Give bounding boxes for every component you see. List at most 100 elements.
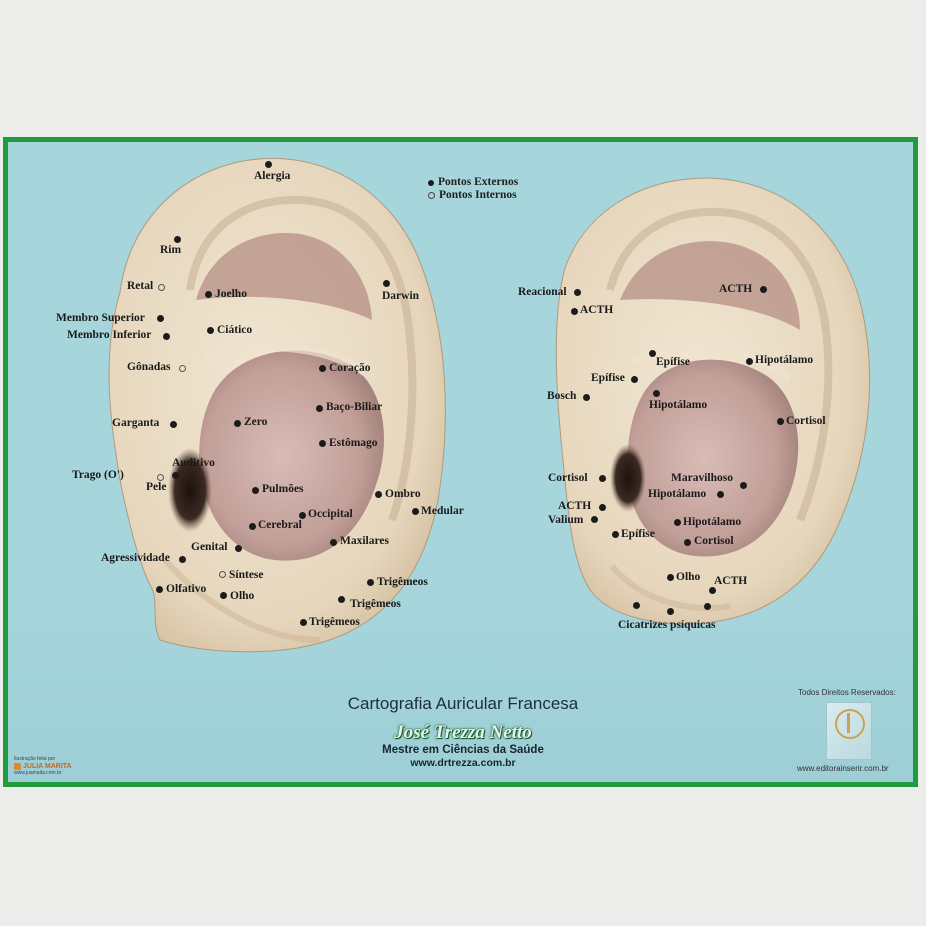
- point-marker: [666, 607, 674, 615]
- legend-external: Pontos Externos: [428, 176, 518, 189]
- point-marker: [716, 490, 724, 498]
- point-label: Genital: [191, 541, 228, 553]
- point-marker: [206, 326, 214, 334]
- left-ear: [108, 157, 446, 653]
- point-marker: [666, 573, 674, 581]
- point-label: Garganta: [112, 417, 160, 429]
- point-marker: [598, 503, 606, 511]
- logo-ring: [835, 709, 865, 739]
- point-label: Hipotálamo: [648, 488, 707, 500]
- point-marker: [329, 538, 337, 546]
- point-label: Retal: [127, 280, 154, 292]
- point-label: Reacional: [518, 286, 567, 298]
- point-label: ACTH: [558, 500, 592, 512]
- point-label: Membro Inferior: [67, 329, 152, 341]
- point-label: ACTH: [714, 575, 748, 587]
- point-label: Valium: [548, 514, 584, 526]
- point-label: Maravilhoso: [671, 472, 733, 484]
- illustrator-brand: JULIA MARITA: [14, 763, 72, 770]
- point-marker: [169, 420, 177, 428]
- point-marker: [382, 279, 390, 287]
- point-marker: [156, 314, 164, 322]
- point-label: Trigêmeos: [377, 576, 428, 588]
- point-marker: [374, 490, 382, 498]
- point-marker: [366, 578, 374, 586]
- illustration-credit: Ilustração feita por JULIA MARITA www.ju…: [14, 756, 72, 776]
- point-label: Darwin: [382, 290, 420, 302]
- point-label: Cicatrizes psíquicas: [618, 619, 716, 631]
- point-label: Epífise: [656, 356, 690, 368]
- point-label: Occipital: [308, 508, 353, 520]
- publisher-logo: [826, 702, 872, 760]
- point-label: Joelho: [215, 288, 247, 300]
- point-label: Estômago: [329, 437, 378, 449]
- point-label: Medular: [421, 505, 464, 517]
- right-ear: [555, 177, 871, 625]
- point-label: Alergia: [254, 170, 291, 182]
- point-marker: [598, 474, 606, 482]
- point-marker: [156, 473, 164, 481]
- point-marker: [570, 307, 578, 315]
- point-marker: [673, 518, 681, 526]
- point-marker: [157, 283, 165, 291]
- point-marker: [233, 419, 241, 427]
- point-marker: [630, 375, 638, 383]
- point-marker: [173, 235, 181, 243]
- point-marker: [299, 618, 307, 626]
- point-label: Hipotálamo: [649, 399, 708, 411]
- point-label: Rim: [160, 244, 182, 256]
- point-marker: [776, 417, 784, 425]
- point-marker: [590, 515, 598, 523]
- point-marker: [234, 544, 242, 552]
- point-label: Ciático: [217, 324, 253, 336]
- point-label: Síntese: [229, 569, 264, 581]
- point-marker: [178, 555, 186, 563]
- point-marker: [411, 507, 419, 515]
- point-label: Epífise: [621, 528, 655, 540]
- point-marker: [745, 357, 753, 365]
- point-marker: [318, 439, 326, 447]
- chart-title: Cartografia Auricular Francesa: [347, 694, 579, 713]
- logo-bar: [847, 713, 850, 733]
- point-label: Membro Superior: [56, 312, 145, 324]
- author-website: www.drtrezza.com.br: [410, 757, 516, 769]
- point-marker: [315, 404, 323, 412]
- point-label: ACTH: [719, 283, 753, 295]
- point-label: Baço-Biliar: [326, 401, 383, 413]
- point-marker: [251, 486, 259, 494]
- point-label: Hipotálamo: [683, 516, 742, 528]
- point-marker: [318, 364, 326, 372]
- point-label: Auditivo: [172, 457, 215, 469]
- point-marker: [298, 511, 306, 519]
- point-label: Pulmões: [262, 483, 304, 495]
- illustrator-logo-icon: [14, 763, 21, 770]
- point-label: ACTH: [580, 304, 614, 316]
- legend: Pontos Externos Pontos Internos: [428, 176, 518, 202]
- point-label: Coração: [329, 362, 371, 374]
- point-label: Gônadas: [127, 361, 171, 373]
- point-marker: [648, 349, 656, 357]
- point-marker: [248, 522, 256, 530]
- point-label: Cortisol: [786, 415, 826, 427]
- point-label: Hipotálamo: [755, 354, 814, 366]
- point-marker: [683, 538, 691, 546]
- author-credential: Mestre em Ciências da Saúde: [382, 744, 544, 756]
- point-marker: [204, 290, 212, 298]
- open-dot-icon: [428, 192, 435, 199]
- point-marker: [573, 288, 581, 296]
- publisher-url: www.editorainserir.com.br: [797, 764, 889, 773]
- point-marker: [337, 595, 345, 603]
- point-label: Ombro: [385, 488, 421, 500]
- point-marker: [759, 285, 767, 293]
- point-label: Maxilares: [340, 535, 389, 547]
- point-marker: [155, 585, 163, 593]
- point-label: Cerebral: [258, 519, 302, 531]
- legend-internal: Pontos Internos: [428, 189, 518, 202]
- point-marker: [264, 160, 272, 168]
- point-marker: [178, 364, 186, 372]
- point-marker: [219, 591, 227, 599]
- point-label: Trigêmeos: [309, 616, 360, 628]
- point-label: Epífise: [591, 372, 625, 384]
- point-marker: [171, 471, 179, 479]
